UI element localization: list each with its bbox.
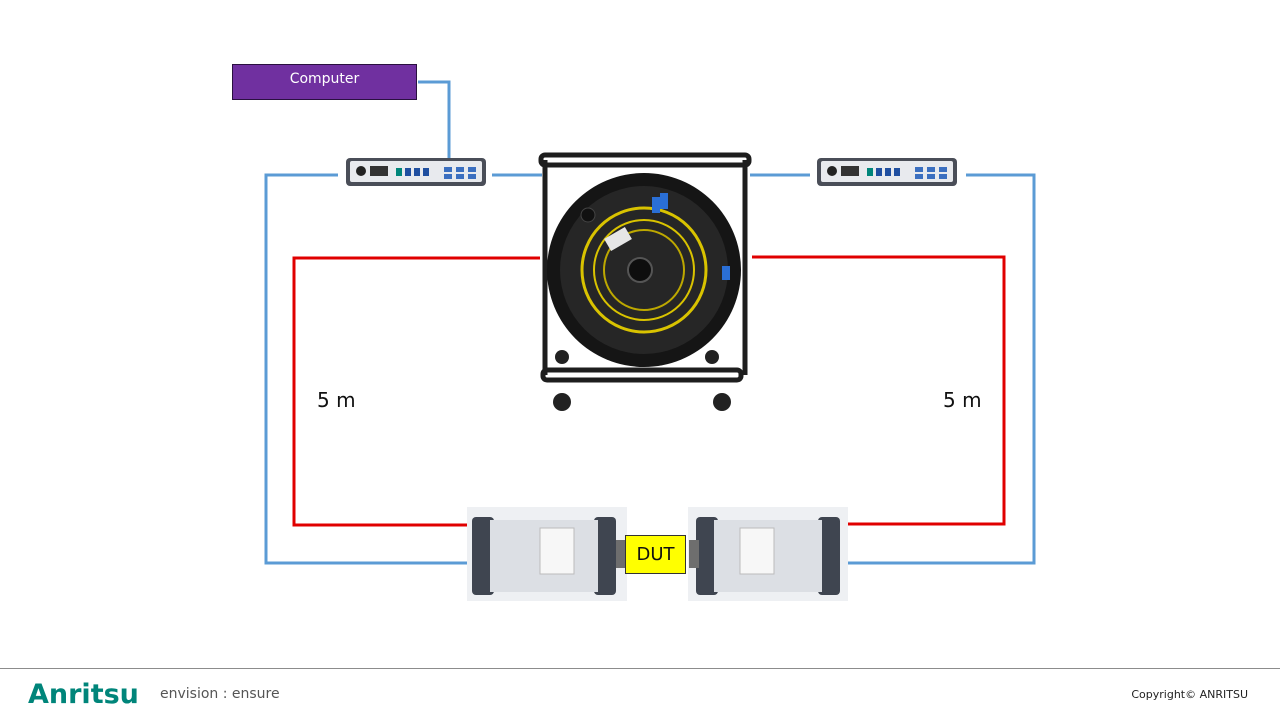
left-blue-loop-line [264,173,469,565]
left-red-cable-line [292,256,540,527]
red-cable-lines [292,255,1006,527]
cable-reel-cart [538,152,752,411]
right-rack-unit [817,158,957,186]
tagline: envision : ensure [160,686,280,702]
computer-to-left-unit-line [418,80,451,158]
right-blue-loop-line [848,173,1036,565]
right-vna-module [688,507,848,601]
left-distance-label: 5 m [317,388,356,412]
blue-cable-lines [264,80,1036,565]
anritsu-logo: Anritsu [28,679,139,710]
right-distance-label: 5 m [943,388,982,412]
dut-box: DUT [625,535,686,574]
footer-divider [0,668,1280,669]
computer-box: Computer [232,64,417,100]
left-rack-unit [346,158,486,186]
right-red-cable-line [752,255,1006,526]
left-vna-module [467,507,627,601]
copyright-text: Copyright© ANRITSU [1131,688,1248,701]
